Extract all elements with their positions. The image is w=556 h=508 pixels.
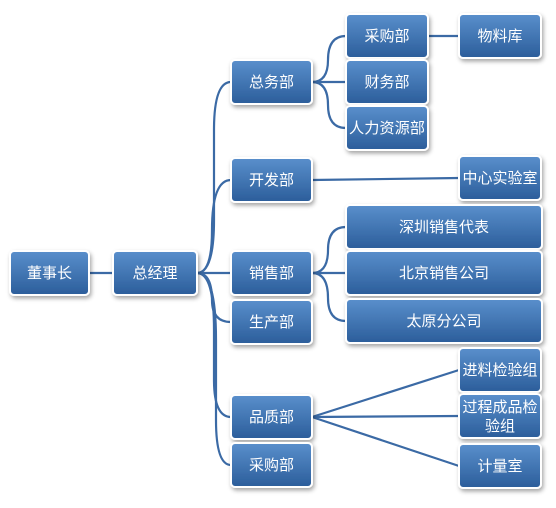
node-zhongxinshiyanshi: 中心实验室 <box>458 155 542 201</box>
node-caiwubu: 财务部 <box>345 59 429 105</box>
node-beijing-label: 北京销售公司 <box>399 264 489 282</box>
node-zongwubu-label: 总务部 <box>249 73 294 91</box>
node-zongjingli-box <box>112 250 198 296</box>
connector-pinzhi-jinliao <box>311 368 460 419</box>
node-shengchanbu-box <box>230 299 313 345</box>
connector-zongwu-renli <box>311 80 347 130</box>
node-pinzhibu-label: 品质部 <box>249 408 294 426</box>
node-xiaoshoubu-label: 销售部 <box>249 264 294 282</box>
node-jiliangshi-box <box>458 443 542 489</box>
node-shenzhen: 深圳销售代表 <box>345 204 543 250</box>
node-zhongxinshiyanshi-box <box>458 155 542 201</box>
connector-pinzhi-guocheng <box>311 414 460 419</box>
node-kaifabu-label: 开发部 <box>249 171 294 189</box>
node-guocheng-label: 过程成品检验组 <box>462 398 537 435</box>
node-zongwubu-box <box>230 59 313 105</box>
node-caigoubu-2-box <box>230 442 313 488</box>
node-wuliaoku-box <box>458 13 542 59</box>
node-jinliao: 进料检验组 <box>458 347 542 393</box>
node-shenzhen-label: 深圳销售代表 <box>399 218 489 236</box>
node-wuliaoku-label: 物料库 <box>477 27 522 45</box>
node-dongshizhang-box <box>9 250 90 296</box>
node-caigoubu-label: 采购部 <box>364 27 409 45</box>
connector-gm-kaifa <box>196 178 232 275</box>
connector-zongwu-caigou <box>311 34 347 84</box>
node-zongwubu: 总务部 <box>230 59 313 105</box>
node-xiaoshoubu-box <box>230 250 313 296</box>
node-caiwubu-label: 财务部 <box>364 73 409 91</box>
node-shengchanbu: 生产部 <box>230 299 313 345</box>
node-renliziyuanbu: 人力资源部 <box>345 105 429 151</box>
connector-xiaoshou-shenzhen <box>311 225 347 275</box>
node-jiliangshi-label: 计量室 <box>477 457 522 475</box>
connector-kaifa-lab <box>311 176 460 182</box>
node-kaifabu-box <box>230 157 313 203</box>
node-pinzhibu-box <box>230 394 313 440</box>
node-beijing: 北京销售公司 <box>345 250 543 296</box>
node-taiyuan-label: 太原分公司 <box>406 312 481 330</box>
connector-pinzhi-jiliang <box>311 415 460 468</box>
node-beijing-box <box>345 250 543 296</box>
node-zhongxinshiyanshi-label: 中心实验室 <box>462 169 537 187</box>
node-wuliaoku: 物料库 <box>458 13 542 59</box>
node-guocheng: 过程成品检验组 <box>458 393 542 439</box>
node-jiliangshi: 计量室 <box>458 443 542 489</box>
node-zongjingli-label: 总经理 <box>132 264 177 282</box>
node-pinzhibu: 品质部 <box>230 394 313 440</box>
connector-gm-zongwu <box>196 80 232 275</box>
node-caigoubu-2: 采购部 <box>230 442 313 488</box>
node-shenzhen-box <box>345 204 543 250</box>
node-shengchanbu-label: 生产部 <box>249 313 294 331</box>
node-xiaoshoubu: 销售部 <box>230 250 313 296</box>
node-caiwubu-box <box>345 59 429 105</box>
node-dongshizhang: 董事长 <box>9 250 90 296</box>
node-renliziyuanbu-box <box>345 105 429 151</box>
node-dongshizhang-label: 董事长 <box>27 264 72 282</box>
connector-gm-pinzhi <box>196 271 232 419</box>
node-taiyuan-box <box>345 298 543 344</box>
connector-gm-caigou2 <box>196 271 232 467</box>
node-caigoubu: 采购部 <box>345 13 429 59</box>
node-jinliao-label: 进料检验组 <box>462 361 537 379</box>
node-taiyuan: 太原分公司 <box>345 298 543 344</box>
node-zongjingli: 总经理 <box>112 250 198 296</box>
node-kaifabu: 开发部 <box>230 157 313 203</box>
nodes: 董事长总经理总务部开发部销售部生产部品质部采购部采购部财务部人力资源部物料库中心… <box>9 13 543 489</box>
connector-xiaoshou-taiyuan <box>311 271 347 323</box>
node-caigoubu-2-label: 采购部 <box>249 456 294 474</box>
node-caigoubu-box <box>345 13 429 59</box>
node-jinliao-box <box>458 347 542 393</box>
connectors <box>89 34 460 468</box>
node-guocheng-box <box>458 393 542 439</box>
node-renliziyuanbu-label: 人力资源部 <box>349 119 425 137</box>
